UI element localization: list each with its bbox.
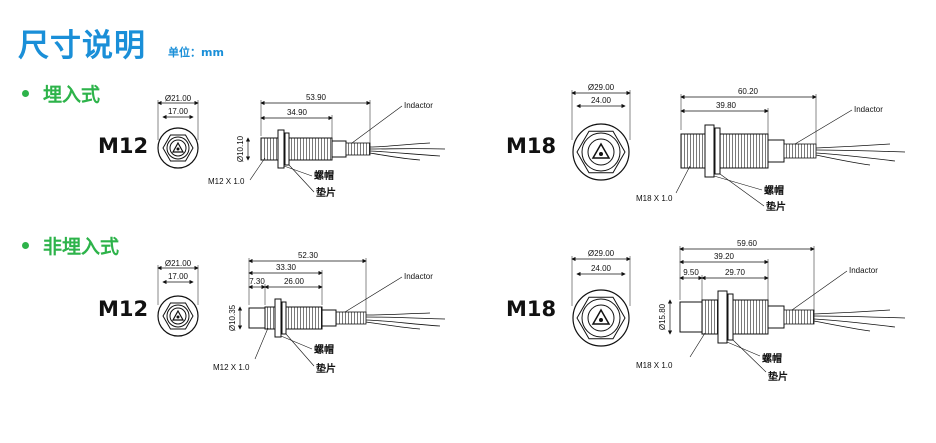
m12-nonflush-total-length: 52.30: [298, 251, 319, 260]
m12-flush-front-outer: Ø21.00: [165, 94, 192, 103]
m18-flush-washer-label: 垫片: [766, 200, 786, 213]
m18-flush-front-inner: 24.00: [591, 96, 612, 105]
m12-flush-cable-label: Indactor: [404, 101, 433, 110]
unit-label: 单位：mm: [168, 46, 224, 59]
model-m12-nonflush: M12: [98, 297, 149, 321]
bullet-dot-icon: [22, 90, 29, 97]
m18-flush-total-length: 60.20: [738, 87, 759, 96]
sensor-face-logo-icon: [572, 123, 630, 181]
m18-flush-front-view: Ø29.00 24.00: [571, 83, 631, 181]
m18-nonflush-side-view: 59.60 39.20 9.50 29.70 Ø15.80 Indactor M…: [636, 239, 906, 383]
model-m18-flush: M18: [506, 134, 557, 158]
m12-nonflush-front-outer: Ø21.00: [165, 259, 192, 268]
m12-nonflush-front-view: Ø21.00 17.00: [157, 259, 199, 337]
m18-nonflush-total-length: 59.60: [737, 239, 758, 248]
m12-nonflush-nut-label: 螺帽: [314, 343, 334, 356]
m18-nonflush-head-length: 9.50: [683, 268, 699, 277]
m12-nonflush-head-length: 7.30: [249, 277, 265, 286]
sensor-face-logo-icon: [572, 289, 630, 347]
m18-nonflush-nut-label: 螺帽: [762, 352, 782, 365]
m12-nonflush-body-length: 33.30: [276, 263, 297, 272]
m12-flush-total-length: 53.90: [306, 93, 327, 102]
m12-flush-front-view: Ø21.00 17.00: [157, 94, 199, 169]
m12-nonflush-thread-length: 26.00: [284, 277, 305, 286]
m12-flush-nut-label: 螺帽: [314, 169, 334, 182]
m18-nonflush-thread-length: 29.70: [725, 268, 746, 277]
m18-flush-side-view: 60.20 39.80 Indactor M18 X 1.0 螺帽 垫片: [636, 87, 906, 213]
m18-flush-cable-label: Indactor: [854, 105, 883, 114]
m18-nonflush-cable-label: Indactor: [849, 266, 878, 275]
section-nonflush-heading: 非埋入式: [22, 232, 119, 259]
m12-flush-thread: M12 X 1.0: [208, 177, 245, 186]
m18-nonflush-front-view: Ø29.00 24.00: [571, 249, 631, 347]
m12-nonflush-washer-label: 垫片: [316, 362, 336, 375]
m18-nonflush-washer-label: 垫片: [768, 370, 788, 383]
m18-flush-thread: M18 X 1.0: [636, 194, 673, 203]
m18-nonflush-body-length: 39.20: [714, 252, 735, 261]
sensor-face-logo-icon: [157, 127, 199, 169]
m12-flush-front-inner: 17.00: [168, 107, 189, 116]
model-m12-flush: M12: [98, 134, 149, 158]
m18-nonflush-diameter: Ø15.80: [658, 303, 667, 330]
m12-flush-body-length: 34.90: [287, 108, 308, 117]
m18-flush-front-outer: Ø29.00: [588, 83, 615, 92]
m12-flush-side-view: 53.90 34.90 Ø10.10 Indactor M12 X 1.0 螺帽…: [208, 93, 446, 199]
m12-nonflush-thread: M12 X 1.0: [213, 363, 250, 372]
model-m18-nonflush: M18: [506, 297, 557, 321]
page-title: 尺寸说明: [18, 28, 146, 64]
sensor-face-logo-icon: [157, 295, 199, 337]
m12-nonflush-front-inner: 17.00: [168, 272, 189, 281]
m12-flush-diameter: Ø10.10: [236, 135, 245, 162]
section-nonflush-label: 非埋入式: [43, 236, 120, 258]
bullet-dot-icon: [22, 242, 29, 249]
m12-nonflush-side-view: 52.30 33.30 7.30 26.00 Ø10.35 Indactor M…: [213, 251, 446, 375]
m18-nonflush-front-inner: 24.00: [591, 264, 612, 273]
section-flush-heading: 埋入式: [22, 80, 100, 107]
m12-nonflush-cable-label: Indactor: [404, 272, 433, 281]
m18-flush-body-length: 39.80: [716, 101, 737, 110]
m12-nonflush-diameter: Ø10.35: [228, 304, 237, 331]
m18-nonflush-thread: M18 X 1.0: [636, 361, 673, 370]
m18-flush-nut-label: 螺帽: [764, 184, 784, 197]
m18-nonflush-front-outer: Ø29.00: [588, 249, 615, 258]
section-flush-label: 埋入式: [43, 84, 101, 106]
m12-flush-washer-label: 垫片: [316, 186, 336, 199]
